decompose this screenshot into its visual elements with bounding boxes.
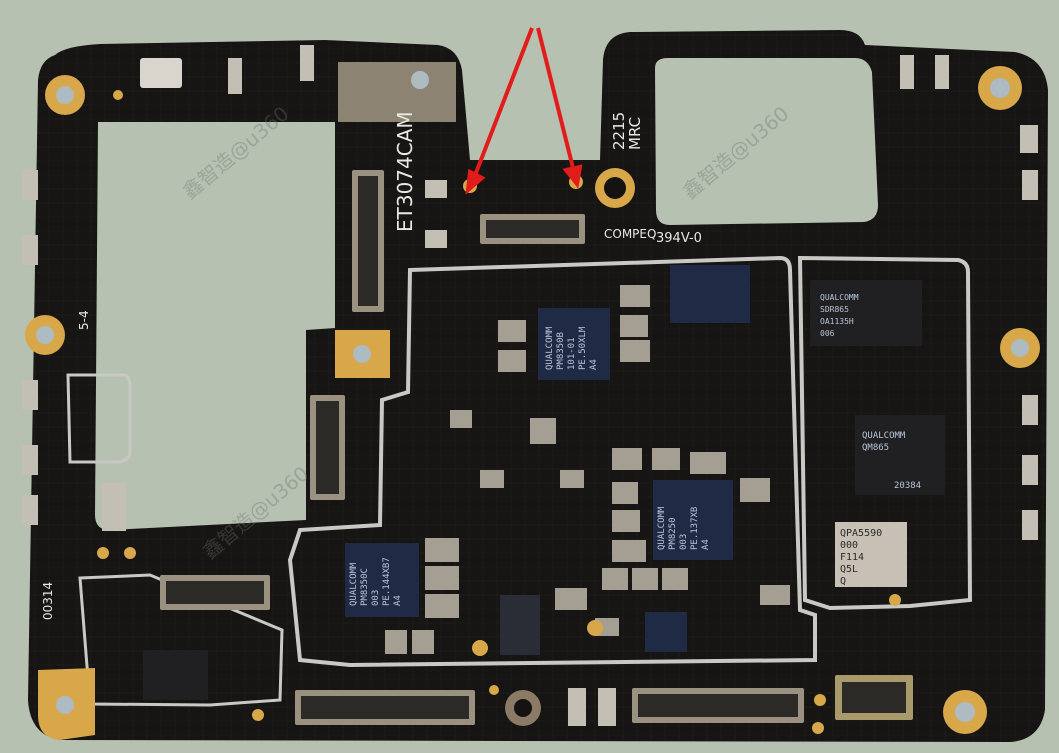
svg-text:20384: 20384 (894, 481, 921, 491)
svg-text:PE.137XB: PE.137XB (690, 507, 700, 550)
svg-text:PE.144XB7: PE.144XB7 (382, 557, 392, 606)
svg-text:003: 003 (371, 590, 381, 606)
svg-text:QUALCOMM: QUALCOMM (657, 506, 667, 550)
maker-label: COMPEQ (604, 227, 656, 241)
board-code-label: ET3074CAM (393, 111, 417, 232)
chip-marking-pmic-mid: QUALCOMM PM8250 003 PE.137XB A4 (657, 506, 711, 550)
chip-marking-rf-top: QUALCOMM SDR865 OA1135H 006 (820, 293, 859, 338)
svg-text:PM8250: PM8250 (668, 517, 678, 550)
svg-text:QM865: QM865 (862, 443, 889, 453)
svg-text:PM8350C: PM8350C (360, 568, 370, 606)
revision-label: 2215 (610, 112, 628, 150)
svg-text:SDR865: SDR865 (820, 305, 849, 314)
svg-text:003: 003 (679, 534, 689, 550)
svg-text:OA1135H: OA1135H (820, 317, 854, 326)
metal-bracket (338, 62, 456, 122)
chip-marking-pmic-center: QUALCOMM PM8350B 101-01 PE.50XLM A4 (545, 326, 599, 370)
svg-text:A4: A4 (393, 595, 403, 606)
svg-text:PE.50XLM: PE.50XLM (578, 326, 588, 370)
rating-label: 394V-0 (656, 231, 702, 246)
svg-text:QUALCOMM: QUALCOMM (862, 431, 906, 441)
shield-frame-small-left (66, 373, 132, 464)
camera-cutout-left (95, 122, 335, 530)
chip-marking-pa: QPA5590 000 F114 Q5L Q (840, 528, 882, 587)
ic-chips (143, 265, 945, 700)
camera-cutout-right (655, 58, 878, 225)
chip-marking-pmic-left: QUALCOMM PM8350C 003 PE.144XB7 A4 (349, 557, 403, 606)
svg-text:Q5L: Q5L (840, 564, 858, 575)
svg-text:Q: Q (840, 576, 846, 587)
edge-code-label: 00314 (41, 582, 55, 620)
svg-text:PM8350B: PM8350B (556, 332, 566, 370)
screw-pads (25, 66, 1040, 740)
svg-text:QPA5590: QPA5590 (840, 528, 882, 539)
connectors (140, 58, 913, 725)
small-pads (22, 45, 1038, 726)
shield-frame-main (287, 255, 817, 668)
svg-text:A4: A4 (589, 359, 599, 370)
svg-text:006: 006 (820, 329, 835, 338)
chip-marking-rf-mid: QUALCOMM QM865 20384 (862, 431, 921, 491)
passive-components (385, 285, 790, 654)
annotation-arrows (465, 27, 583, 195)
revision-suffix-label: MRC (626, 117, 644, 150)
svg-text:QUALCOMM: QUALCOMM (349, 562, 359, 606)
svg-text:QUALCOMM: QUALCOMM (820, 293, 859, 302)
side-mark-label: 5-4 (77, 310, 91, 330)
svg-text:F114: F114 (840, 552, 864, 563)
svg-text:101-01: 101-01 (567, 337, 577, 370)
shield-frame-right (797, 255, 973, 611)
svg-text:A4: A4 (701, 539, 711, 550)
svg-text:QUALCOMM: QUALCOMM (545, 326, 555, 370)
svg-text:000: 000 (840, 540, 858, 551)
